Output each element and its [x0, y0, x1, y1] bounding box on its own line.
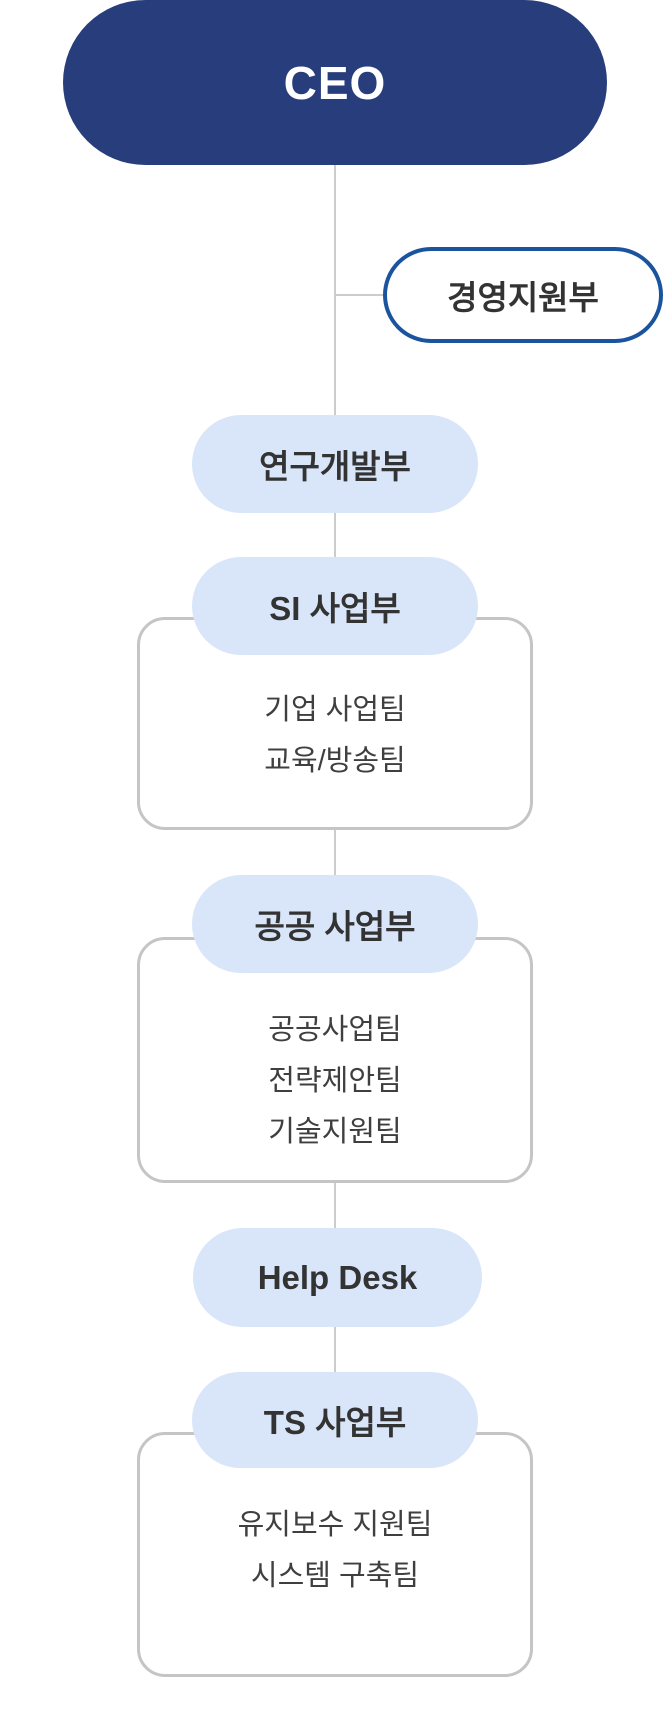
branch-connector-line — [335, 294, 383, 296]
node-help-desk-label: Help Desk — [257, 1258, 418, 1296]
node-si-division-label: SI 사업부 — [269, 590, 401, 627]
ts-division-team-card: 유지보수 지원팀 시스템 구축팀 — [137, 1432, 533, 1677]
connector-line — [334, 513, 336, 557]
team-list: 유지보수 지원팀 시스템 구축팀 — [140, 1505, 530, 1596]
public-division-team-card: 공공사업팀 전략제안팀 기술지원팀 — [137, 937, 533, 1183]
team-item: 유지보수 지원팀 — [237, 1509, 433, 1541]
team-item: 공공사업팀 — [268, 1014, 402, 1046]
node-rnd: 연구개발부 — [192, 415, 478, 513]
node-ceo-label: CEO — [283, 56, 387, 109]
node-ts-division: TS 사업부 — [192, 1372, 478, 1468]
connector-line — [334, 165, 336, 415]
node-public-division: 공공 사업부 — [192, 875, 478, 973]
connector-line — [334, 1183, 336, 1228]
team-item: 교육/방송팀 — [264, 745, 406, 777]
team-item: 시스템 구축팀 — [250, 1560, 420, 1592]
node-management-support-label: 경영지원부 — [447, 279, 599, 316]
team-item: 전략제안팀 — [268, 1065, 402, 1097]
node-si-division: SI 사업부 — [192, 557, 478, 655]
node-ceo: CEO — [63, 0, 607, 165]
node-rnd-label: 연구개발부 — [259, 448, 411, 485]
team-list: 공공사업팀 전략제안팀 기술지원팀 — [140, 1010, 530, 1152]
connector-line — [334, 1327, 336, 1372]
node-public-division-label: 공공 사업부 — [254, 908, 416, 945]
node-help-desk: Help Desk — [193, 1228, 482, 1327]
team-item: 기업 사업팀 — [264, 694, 406, 726]
team-list: 기업 사업팀 교육/방송팀 — [140, 690, 530, 781]
team-item: 기술지원팀 — [268, 1116, 402, 1148]
connector-line — [334, 830, 336, 875]
node-management-support: 경영지원부 — [383, 247, 663, 343]
node-ts-division-label: TS 사업부 — [263, 1404, 407, 1441]
